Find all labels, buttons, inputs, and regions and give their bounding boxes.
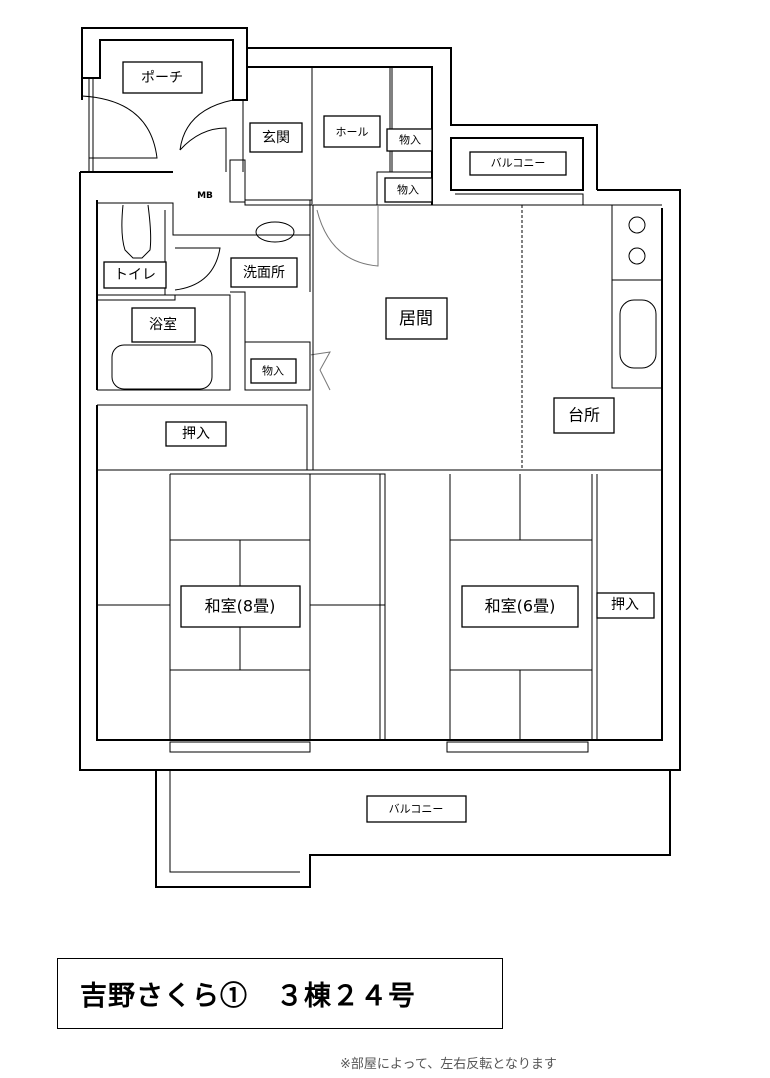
svg-text:トイレ: トイレ (114, 267, 156, 283)
room-label-storage-1: 物入 (386, 128, 433, 152)
svg-text:台所: 台所 (568, 406, 600, 425)
svg-text:ホール: ホール (336, 126, 369, 139)
svg-text:居間: 居間 (399, 309, 433, 329)
svg-text:押入: 押入 (611, 597, 639, 613)
wet-area (97, 204, 379, 391)
tatami-rooms (97, 205, 662, 753)
mirror-note: ※部屋によって、左右反転となります (340, 1057, 557, 1072)
room-label-washitsu-6: 和室(6畳) (461, 585, 579, 628)
porch-walls (81, 27, 248, 172)
room-label-entrance: 玄関 (249, 122, 303, 153)
room-label-balcony-top: バルコニー (469, 151, 567, 176)
room-label-hall: ホール (323, 115, 381, 148)
svg-text:和室(6畳): 和室(6畳) (485, 597, 556, 616)
floor-plan: ポーチ 玄関 ホール 物入 物入 MB トイレ 洗面所 浴室 物入 居間 台所 … (79, 27, 681, 888)
balcony-bottom (155, 770, 671, 888)
room-label-storage-2: 物入 (384, 177, 433, 203)
room-label-closet-top: 押入 (165, 421, 227, 447)
room-label-toilet: トイレ (103, 261, 167, 289)
room-label-bathroom: 浴室 (131, 307, 196, 343)
room-label-mb: MB (197, 191, 213, 201)
svg-text:押入: 押入 (182, 426, 210, 442)
svg-text:物入: 物入 (397, 183, 419, 197)
svg-text:物入: 物入 (262, 364, 284, 378)
room-label-porch: ポーチ (122, 61, 203, 94)
room-label-washroom: 洗面所 (230, 257, 298, 288)
room-label-kitchen: 台所 (553, 397, 615, 434)
room-label-balcony-bottom: バルコニー (366, 795, 467, 823)
room-label-storage-3: 物入 (250, 358, 297, 384)
room-label-living: 居間 (385, 297, 448, 340)
svg-text:和室(8畳): 和室(8畳) (205, 597, 276, 616)
svg-text:玄関: 玄関 (262, 129, 290, 146)
property-title: 吉野さくら① ３棟２４号 (57, 958, 503, 1029)
room-label-closet-right: 押入 (596, 592, 655, 619)
room-label-washitsu-8: 和室(8畳) (180, 585, 301, 628)
svg-text:洗面所: 洗面所 (243, 265, 285, 281)
svg-text:浴室: 浴室 (149, 316, 177, 333)
kitchen-fixtures (611, 205, 662, 389)
svg-text:バルコニー: バルコニー (389, 803, 444, 816)
svg-text:物入: 物入 (399, 133, 421, 147)
svg-text:バルコニー: バルコニー (491, 157, 546, 170)
svg-text:ポーチ: ポーチ (141, 70, 183, 86)
